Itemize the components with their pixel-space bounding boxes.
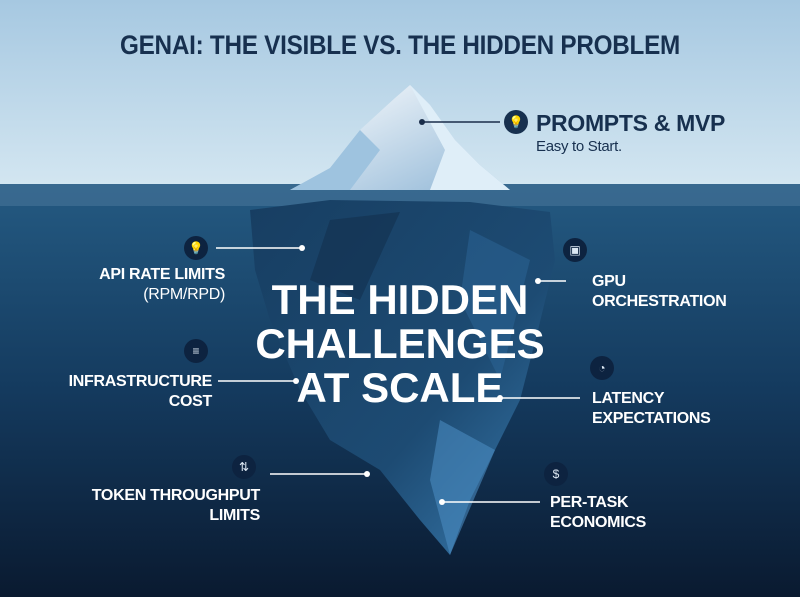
chip-icon: ▣ bbox=[563, 238, 587, 262]
visible-title: PROMPTS & MVP bbox=[536, 110, 726, 136]
water-surface bbox=[0, 184, 800, 206]
dollar-hand-icon: $ bbox=[544, 462, 568, 486]
gauge-icon: ◔ bbox=[590, 356, 614, 380]
center-line-1: THE HIDDEN bbox=[271, 276, 529, 323]
center-line-2: CHALLENGES bbox=[255, 320, 545, 367]
server-hand-icon: ≡ bbox=[184, 339, 208, 363]
lightbulb-icon: 💡 bbox=[504, 110, 528, 134]
center-line-3: AT SCALE bbox=[296, 364, 504, 411]
page-title: GENAI: THE VISIBLE VS. THE HIDDEN PROBLE… bbox=[119, 30, 681, 60]
lightbulb-icon: 💡 bbox=[184, 236, 208, 260]
center-heading: THE HIDDEN CHALLENGES AT SCALE bbox=[200, 278, 600, 410]
label-api-rate-limits: API RATE LIMITS(RPM/RPD) bbox=[99, 266, 225, 303]
sliders-icon: ⇅ bbox=[232, 455, 256, 479]
visible-subtitle: Easy to Start. bbox=[536, 138, 622, 155]
